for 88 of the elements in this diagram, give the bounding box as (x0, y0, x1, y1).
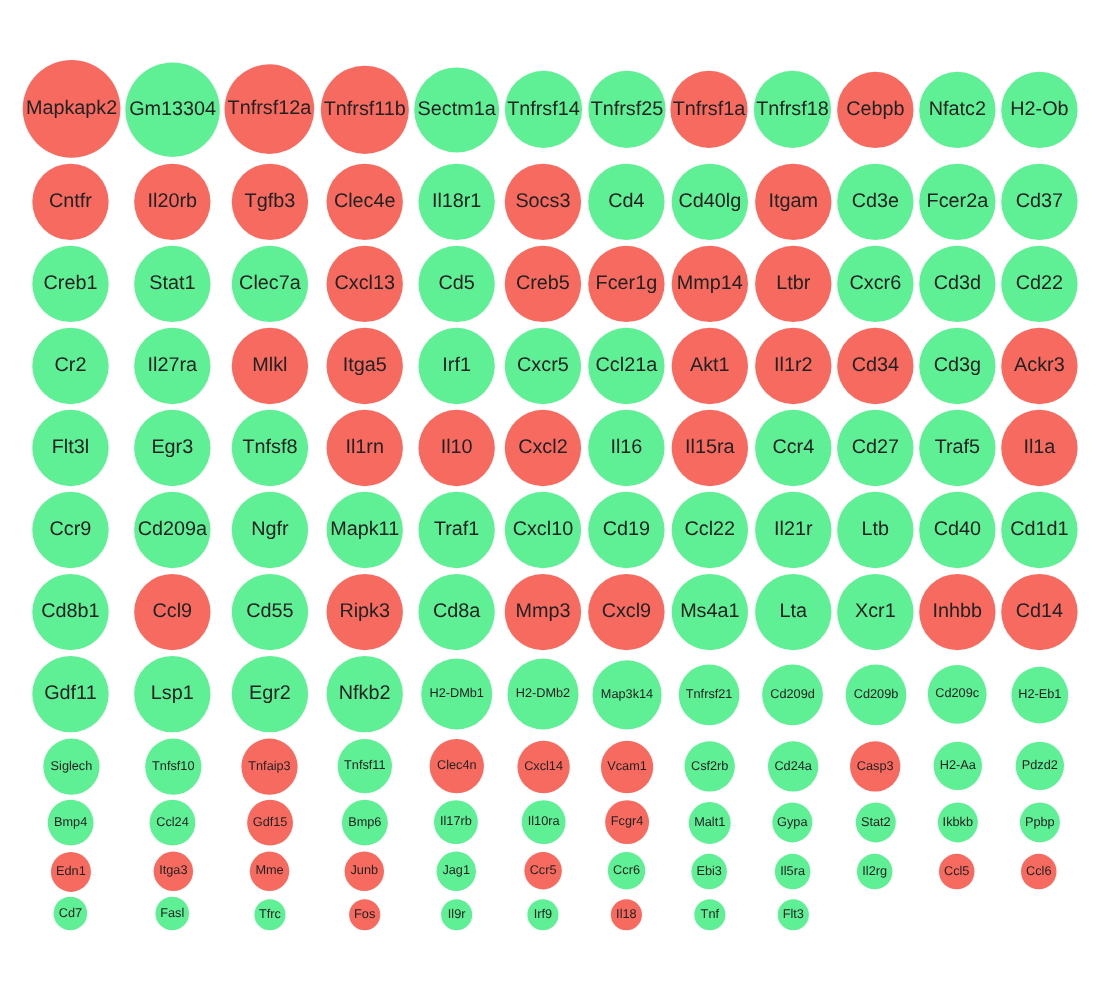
node-circle: Cxcr6 (837, 244, 914, 322)
node-circle: Gm13304 (125, 61, 220, 156)
node-circle: Lsp1 (134, 654, 211, 732)
node-circle: Akt1 (671, 326, 749, 404)
node-circle: Cd8b1 (32, 572, 109, 650)
node-circle: Tgfb3 (231, 162, 309, 240)
node-circle: Gdf11 (32, 654, 109, 732)
node-circle: Inhbb (919, 572, 996, 650)
node-circle: Cd14 (1001, 572, 1078, 650)
node-circle: Cxcl13 (326, 244, 403, 322)
node-circle: Cd19 (588, 490, 665, 568)
node-circle: Xcr1 (837, 572, 914, 650)
node-circle: Mmp14 (671, 244, 749, 322)
node-circle: Cd34 (837, 326, 914, 404)
node-circle: Mmp3 (504, 572, 582, 650)
node-circle: Cd1d1 (1001, 490, 1078, 568)
node-circle: Traf1 (418, 490, 495, 568)
node-circle: Cxcr5 (504, 326, 582, 404)
node-circle: Creb5 (504, 244, 582, 322)
node-circle: Tnfrsf18 (753, 69, 832, 147)
node-circle: Tnfrsf11b (320, 64, 409, 153)
node-circle: Clec4e (326, 162, 403, 240)
node-circle: Ccl22 (671, 490, 749, 568)
node-circle: Cd27 (837, 408, 914, 486)
node-circle: Cd8a (418, 572, 495, 650)
node-circle: Tnfsf8 (231, 408, 309, 486)
node-circle: Itga5 (326, 326, 403, 404)
node-circle: Itgam (755, 162, 832, 240)
node-circle: Cd40 (919, 490, 996, 568)
node-circle: Il20rb (134, 162, 211, 240)
node-circle: Ccr4 (755, 408, 832, 486)
node-circle: Nfkb2 (326, 654, 403, 732)
node-circle: Fcer1g (588, 244, 665, 322)
node-circle: Cntfr (32, 162, 109, 240)
node-circle: Ltbr (755, 244, 832, 322)
node-circle: Cxcl9 (588, 572, 665, 650)
node-circle: Socs3 (504, 162, 582, 240)
node-circle: Il27ra (134, 326, 211, 404)
node-circle: Tnfrsf14 (504, 69, 583, 147)
node-circle: Ccl9 (134, 572, 211, 650)
node-circle: Cd4 (588, 162, 665, 240)
node-circle: Sectm1a (414, 66, 500, 152)
node-circle: Cd209a (134, 490, 211, 568)
node-circle: Ccl21a (588, 326, 665, 404)
node-circle: Tnfrsf1a (670, 69, 748, 147)
node-circle: Tnfrsf25 (588, 69, 666, 147)
node-circle: Cxcl2 (504, 408, 582, 486)
node-circle: Ngfr (231, 490, 309, 568)
node-circle: Creb1 (32, 244, 109, 322)
node-circle: Nfatc2 (919, 70, 996, 148)
node-circle: Il15ra (671, 408, 749, 486)
node-circle: Ms4a1 (671, 572, 749, 650)
node-circle: Ripk3 (326, 572, 403, 650)
node-circle: Mlkl (231, 326, 309, 404)
node-circle: Il1rn (326, 408, 403, 486)
node-circle: Ackr3 (1001, 326, 1078, 404)
node-circle: Cebpb (837, 70, 914, 148)
node-circle: Cd5 (418, 244, 495, 322)
node-circle: Cd40lg (671, 162, 749, 240)
node-circle: H2-Ob (1001, 70, 1078, 148)
node-circle: Mapkapk2 (22, 59, 121, 157)
node-circle: Il1r2 (755, 326, 832, 404)
node-circle: Ccr9 (32, 490, 109, 568)
node-circle: Cd37 (1001, 162, 1078, 240)
node-circle: Stat1 (134, 244, 211, 322)
node-circle: Cd55 (231, 572, 309, 650)
node-circle: Egr3 (134, 408, 211, 486)
node-circle: Il1a (1001, 408, 1078, 486)
node-circle: Egr2 (231, 654, 309, 732)
node-circle: Mapk11 (326, 490, 403, 568)
node-circle: Cxcl10 (504, 490, 582, 568)
node-circle: Flt3l (32, 408, 109, 486)
node-circle: Cd3d (919, 244, 996, 322)
node-circle: Traf5 (919, 408, 996, 486)
node-circle: Irf1 (418, 326, 495, 404)
node-circle: Fcer2a (919, 162, 996, 240)
node-circle: Cd3e (837, 162, 914, 240)
node-circle: Cd3g (919, 326, 996, 404)
node-circle: Tnfrsf12a (224, 63, 315, 153)
node-circle: Il10 (418, 408, 495, 486)
node-circle: Clec7a (231, 244, 309, 322)
node-circle: Il16 (588, 408, 665, 486)
node-circle: Ltb (837, 490, 914, 568)
node-circle: Lta (755, 572, 832, 650)
node-circle: Cd22 (1001, 244, 1078, 322)
node-circle: Il21r (755, 490, 832, 568)
node-circle: Cr2 (32, 326, 109, 404)
node-circle: Il18r1 (418, 162, 495, 240)
